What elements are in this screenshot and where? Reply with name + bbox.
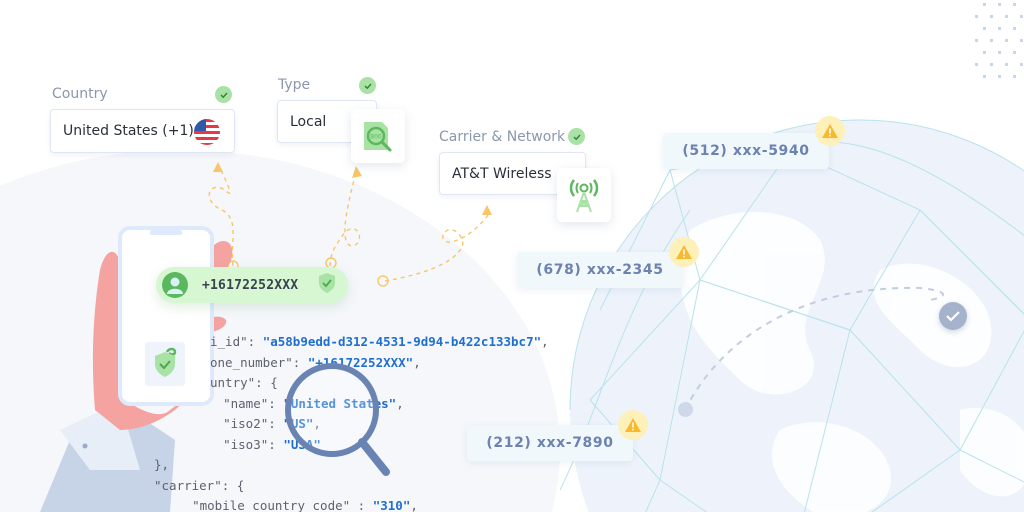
warning-icon: [815, 116, 845, 146]
route-destination-check-icon: [939, 302, 967, 330]
user-avatar-icon: [162, 272, 188, 298]
number-lookup-card: 800: [351, 109, 405, 163]
country-label: Country: [52, 86, 108, 102]
flagged-number: (212) xxx-7890: [486, 435, 614, 451]
json-response: i_id": "a58b9edd-d312-4531-9d94-b422c133…: [154, 332, 549, 512]
cell-tower-icon: [569, 179, 599, 213]
cell-tower-card: [557, 168, 611, 222]
json-line: i_id": "a58b9edd-d312-4531-9d94-b422c133…: [210, 334, 549, 349]
type-check-icon: [359, 77, 376, 94]
flagged-number: (678) xxx-2345: [536, 262, 664, 278]
warning-icon: [618, 410, 648, 440]
svg-text:800: 800: [370, 134, 382, 141]
flagged-number-card[interactable]: (512) xxx-5940: [663, 133, 829, 169]
json-line: "carrier": {: [154, 477, 245, 493]
carrier-label: Carrier & Network: [439, 129, 566, 145]
verified-shield-icon: [318, 272, 336, 298]
country-value: United States (+1): [63, 123, 194, 139]
json-line: untry": {: [210, 375, 278, 390]
phone-number-pill: +16172252XXX: [156, 267, 348, 303]
number-lookup-icon: 800: [364, 122, 392, 152]
flagged-number: (512) xxx-5940: [682, 143, 810, 159]
type-value: Local: [290, 113, 327, 130]
json-line: },: [154, 457, 170, 472]
country-field[interactable]: United States (+1): [50, 109, 235, 153]
phone-number: +16172252XXX: [202, 277, 299, 293]
json-line: "name": "United States",: [193, 395, 404, 411]
carrier-value: AT&T Wireless: [452, 165, 552, 182]
carrier-check-icon: [568, 128, 585, 145]
us-flag-icon: [194, 119, 220, 149]
country-check-icon: [215, 86, 232, 103]
phone-shield-icon: [151, 346, 181, 384]
flagged-number-card[interactable]: (678) xxx-2345: [517, 252, 683, 288]
type-label: Type: [278, 77, 311, 93]
route-origin-dot: [678, 402, 693, 417]
json-line: one_number": "+16172252XXX",: [210, 354, 421, 370]
flagged-number-card[interactable]: (212) xxx-7890: [467, 425, 633, 461]
warning-icon: [669, 237, 699, 267]
dot-grid-decoration: [975, 3, 1023, 78]
json-line: "mobile_country_code" : "310",: [162, 498, 418, 512]
